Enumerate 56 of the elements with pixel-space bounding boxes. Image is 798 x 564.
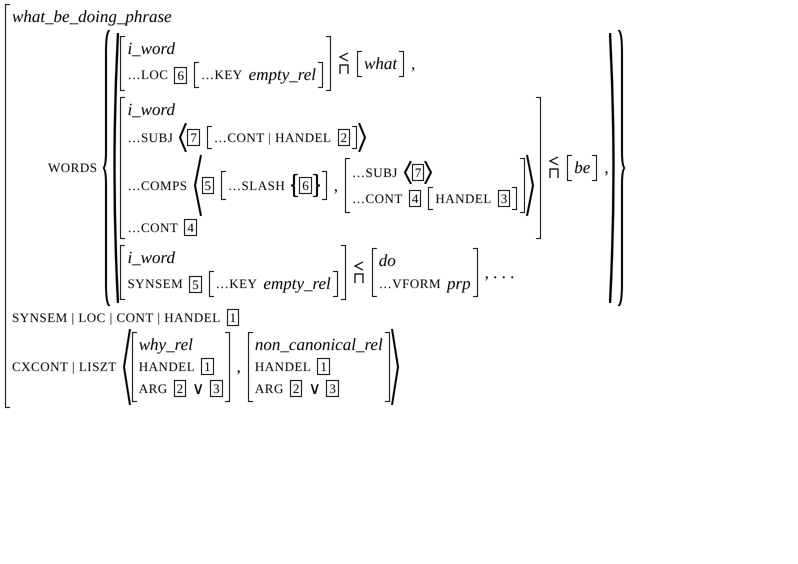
coreference-tag: 5	[189, 276, 202, 292]
coreference-tag: 7	[412, 164, 424, 181]
feature-path: HANDEL	[435, 190, 492, 206]
type-name: what	[364, 54, 398, 74]
feature-path: …CONT	[352, 190, 403, 206]
feature-path: …LOC	[127, 67, 168, 83]
coreference-tag: 1	[317, 358, 330, 375]
coreference-tag: 3	[326, 380, 339, 397]
feature-path: …COMPS	[127, 178, 188, 194]
coreference-tag: 5	[202, 177, 214, 194]
punctuation: ,	[604, 158, 609, 178]
coreference-tag: 7	[187, 129, 200, 146]
feature-path: HANDEL	[254, 358, 312, 374]
feature-path: …SUBJ	[127, 130, 174, 146]
feature-path: SYNSEM	[127, 276, 184, 292]
type-name: i_word	[127, 248, 175, 268]
coreference-tag: 4	[184, 219, 197, 236]
type-name: empty_rel	[248, 65, 316, 85]
coreference-tag: 1	[201, 358, 214, 375]
coreference-tag: 4	[408, 190, 422, 207]
feature-path: ARG	[254, 380, 284, 396]
feature-path: WORDS	[48, 160, 98, 176]
type-name: non_canonical_rel	[254, 335, 383, 355]
type-name: do	[378, 251, 396, 271]
feature-path: …CONT	[127, 220, 178, 236]
punctuation: ,	[411, 54, 416, 74]
feature-path: SYNSEM | LOC | CONT | HANDEL	[12, 310, 221, 326]
coreference-tag: 3	[498, 190, 510, 207]
type-name: be	[574, 158, 590, 178]
punctuation: ,	[334, 176, 338, 196]
type-name: empty_rel	[263, 274, 331, 294]
type-name: prp	[447, 274, 471, 294]
feature-path: …VFORM	[378, 276, 442, 292]
coreference-tag: 6	[174, 66, 187, 84]
type-name: i_word	[127, 39, 175, 59]
type-name: why_rel	[138, 335, 193, 355]
feature-path: HANDEL	[138, 358, 196, 374]
feature-path: …SLASH	[228, 178, 286, 194]
coreference-tag: 3	[210, 380, 223, 397]
disjunction-symbol: ∨	[192, 378, 204, 399]
disjunction-symbol: ∨	[308, 378, 320, 399]
punctuation: ,	[236, 357, 241, 377]
coreference-tag: 2	[338, 129, 350, 146]
feature-path: …SUBJ	[352, 164, 398, 180]
coreference-tag: 1	[226, 309, 240, 326]
type-name: what_be_doing_phrase	[12, 7, 172, 27]
feature-path: ARG	[138, 380, 168, 396]
coreference-tag: 2	[290, 380, 302, 397]
feature-path: …KEY	[216, 276, 258, 292]
feature-path: CXCONT | LISZT	[12, 359, 117, 375]
feature-path: …KEY	[200, 67, 243, 83]
type-name: i_word	[127, 100, 175, 120]
coreference-tag: 6	[299, 177, 312, 194]
coreference-tag: 2	[174, 380, 186, 397]
punctuation: , . . .	[484, 262, 514, 282]
feature-path: …CONT | HANDEL	[214, 130, 332, 146]
